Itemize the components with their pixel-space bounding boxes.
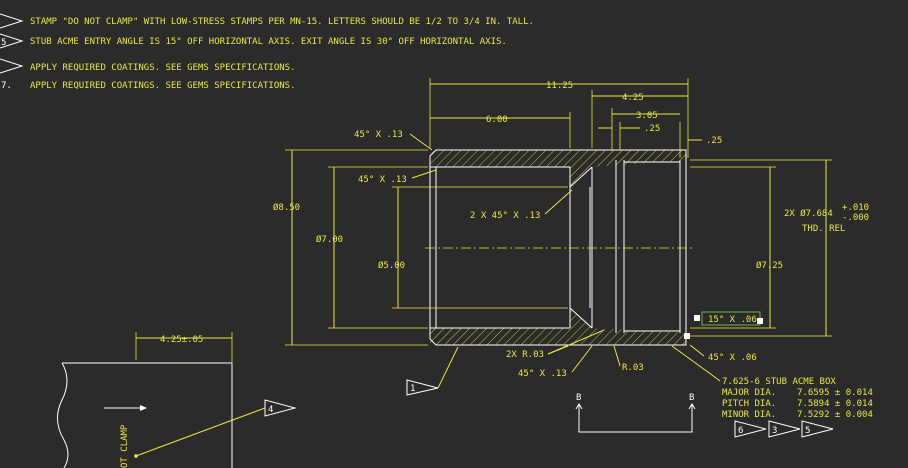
dim-chamfer-top-inner[interactable]: 45° X .13	[358, 175, 407, 185]
top-thread-hatch	[592, 150, 686, 167]
thread-major-value: 7.6595 ± 0.014	[797, 388, 873, 398]
grip-handle-right-icon[interactable]	[757, 318, 763, 324]
note-flag-3-icon	[0, 58, 24, 74]
flag-1-label: 1	[410, 384, 415, 394]
flag-6-label: 6	[738, 426, 743, 436]
section-mark-left: B	[576, 393, 581, 403]
note-flag-2-icon	[0, 33, 24, 49]
left-partial-view[interactable]: OT CLAMP	[57, 362, 233, 468]
note-3-text: APPLY REQUIRED COATINGS. SEE GEMS SPECIF…	[30, 63, 296, 73]
note-4-text: APPLY REQUIRED COATINGS. SEE GEMS SPECIF…	[30, 81, 296, 91]
note-2-text: STUB ACME ENTRY ANGLE IS 15° OFF HORIZON…	[30, 37, 507, 47]
thread-spec-title: 7.625-6 STUB ACME BOX	[722, 377, 836, 387]
dim-radius-2x[interactable]: 2X R.03	[506, 350, 544, 360]
bottom-wall-hatch	[430, 328, 570, 345]
thread-pitch-label: PITCH DIA.	[722, 399, 776, 409]
thread-major-label: MAJOR DIA.	[722, 388, 776, 398]
note-1-text: STAMP "DO NOT CLAMP" WITH LOW-STRESS STA…	[30, 17, 534, 27]
flag-5-icon[interactable]	[801, 420, 834, 438]
section-mark-right: B	[689, 393, 694, 403]
top-wall-hatch	[430, 150, 570, 167]
grip-handle-left-icon[interactable]	[694, 315, 700, 321]
dim-length-6[interactable]: 6.00	[486, 115, 508, 125]
stamp-text: OT CLAMP	[120, 424, 130, 468]
note-2-marker: 5	[1, 38, 6, 48]
leader-dot-icon	[134, 454, 138, 458]
dim-thread-tol-minus: -.000	[842, 213, 869, 223]
thread-minor-label: MINOR DIA.	[722, 410, 776, 420]
note-4-marker: 7.	[1, 81, 12, 91]
section-cut-marker[interactable]: B B	[575, 393, 696, 433]
outer-top-edge	[436, 149, 687, 160]
grip-handle-bottom-icon[interactable]	[684, 333, 690, 339]
dim-chamfer-bottom[interactable]: 45° X .13	[518, 369, 567, 379]
dim-dia-700[interactable]: Ø7.00	[316, 234, 343, 245]
bottom-shoulder-hatch	[570, 308, 592, 345]
dim-length-305[interactable]: 3.05	[636, 111, 658, 121]
dim-chamfer-06-boxed[interactable]: 15° X .06	[708, 315, 757, 325]
flag-6-icon[interactable]	[734, 420, 767, 438]
flag-4-label: 4	[268, 405, 273, 415]
dim-overall-length[interactable]: 11.25	[546, 81, 573, 91]
dim-thread-tol-plus: +.010	[842, 203, 869, 213]
flag-5-label: 5	[805, 426, 810, 436]
dimensions-layer: 11.25 6.00 4.25 3.05 .25 .25 45° X .13 4…	[135, 78, 869, 379]
flag-3-label: 3	[772, 426, 777, 436]
notes-block: STAMP "DO NOT CLAMP" WITH LOW-STRESS STA…	[0, 13, 534, 91]
dim-chamfer-top-outer[interactable]: 45° X .13	[354, 130, 403, 140]
dim-dia-850[interactable]: Ø8.50	[273, 202, 300, 213]
part-section-view[interactable]	[425, 149, 695, 346]
dim-len-025-b[interactable]: .25	[706, 136, 722, 146]
dim-chamfer-2x[interactable]: 2 X 45° X .13	[470, 211, 540, 221]
dim-thread-dia[interactable]: 2X Ø7.684	[784, 208, 833, 219]
arrow-right-icon	[140, 405, 147, 411]
flag-3-icon[interactable]	[768, 420, 801, 438]
dim-dia-500[interactable]: Ø5.00	[378, 260, 405, 271]
thread-spec-block[interactable]: 7.625-6 STUB ACME BOX MAJOR DIA. 7.6595 …	[671, 345, 873, 420]
dim-chamfer-06[interactable]: 45° X .06	[708, 353, 757, 363]
thread-pitch-value: 7.5894 ± 0.014	[797, 399, 873, 409]
flag-1-icon[interactable]	[406, 379, 439, 396]
note-flags[interactable]: 1 4 6 3 5	[134, 346, 834, 458]
thread-minor-value: 7.5292 ± 0.004	[797, 410, 873, 420]
dim-len-025-a[interactable]: .25	[644, 124, 660, 134]
left-face	[429, 149, 437, 346]
top-shoulder-hatch	[570, 150, 592, 187]
dim-thread-ref: THD. REL	[802, 224, 845, 234]
note-flag-1-icon	[0, 13, 24, 29]
dim-left-length[interactable]: 4.25±.05	[160, 335, 203, 345]
dim-length-425[interactable]: 4.25	[622, 93, 644, 103]
dim-radius-1[interactable]: R.03	[622, 363, 644, 373]
dim-dia-725[interactable]: Ø7.25	[756, 260, 783, 271]
